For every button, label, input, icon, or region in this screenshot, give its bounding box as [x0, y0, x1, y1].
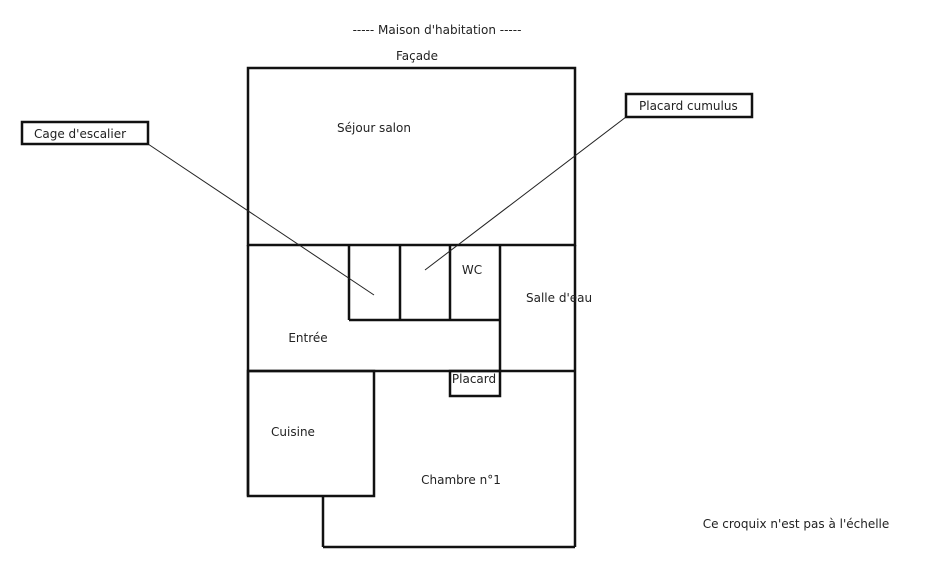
svg-text:Cage d'escalier: Cage d'escalier	[34, 127, 126, 141]
cumulus-leader-line	[424, 116, 627, 271]
chambre-label: Chambre n°1	[421, 473, 501, 487]
sejour-label: Séjour salon	[337, 121, 411, 135]
sejour-room	[246, 66, 577, 247]
placard-room	[448, 369, 502, 398]
plan-title: ----- Maison d'habitation -----	[353, 23, 522, 37]
callout-cumulus: Placard cumulus	[624, 92, 754, 119]
scale-note: Ce croquix n'est pas à l'échelle	[703, 517, 890, 531]
placard-label: Placard	[452, 372, 496, 386]
wc-label: WC	[462, 263, 482, 277]
walls	[246, 66, 577, 549]
entree-label: Entrée	[288, 331, 327, 345]
callout-cage: Cage d'escalier	[20, 120, 150, 146]
cuisine-label: Cuisine	[271, 425, 315, 439]
svg-text:Placard cumulus: Placard cumulus	[639, 99, 738, 113]
salle-eau-label: Salle d'eau	[526, 291, 592, 305]
cage-leader-line	[147, 143, 375, 296]
facade-label: Façade	[396, 49, 438, 63]
